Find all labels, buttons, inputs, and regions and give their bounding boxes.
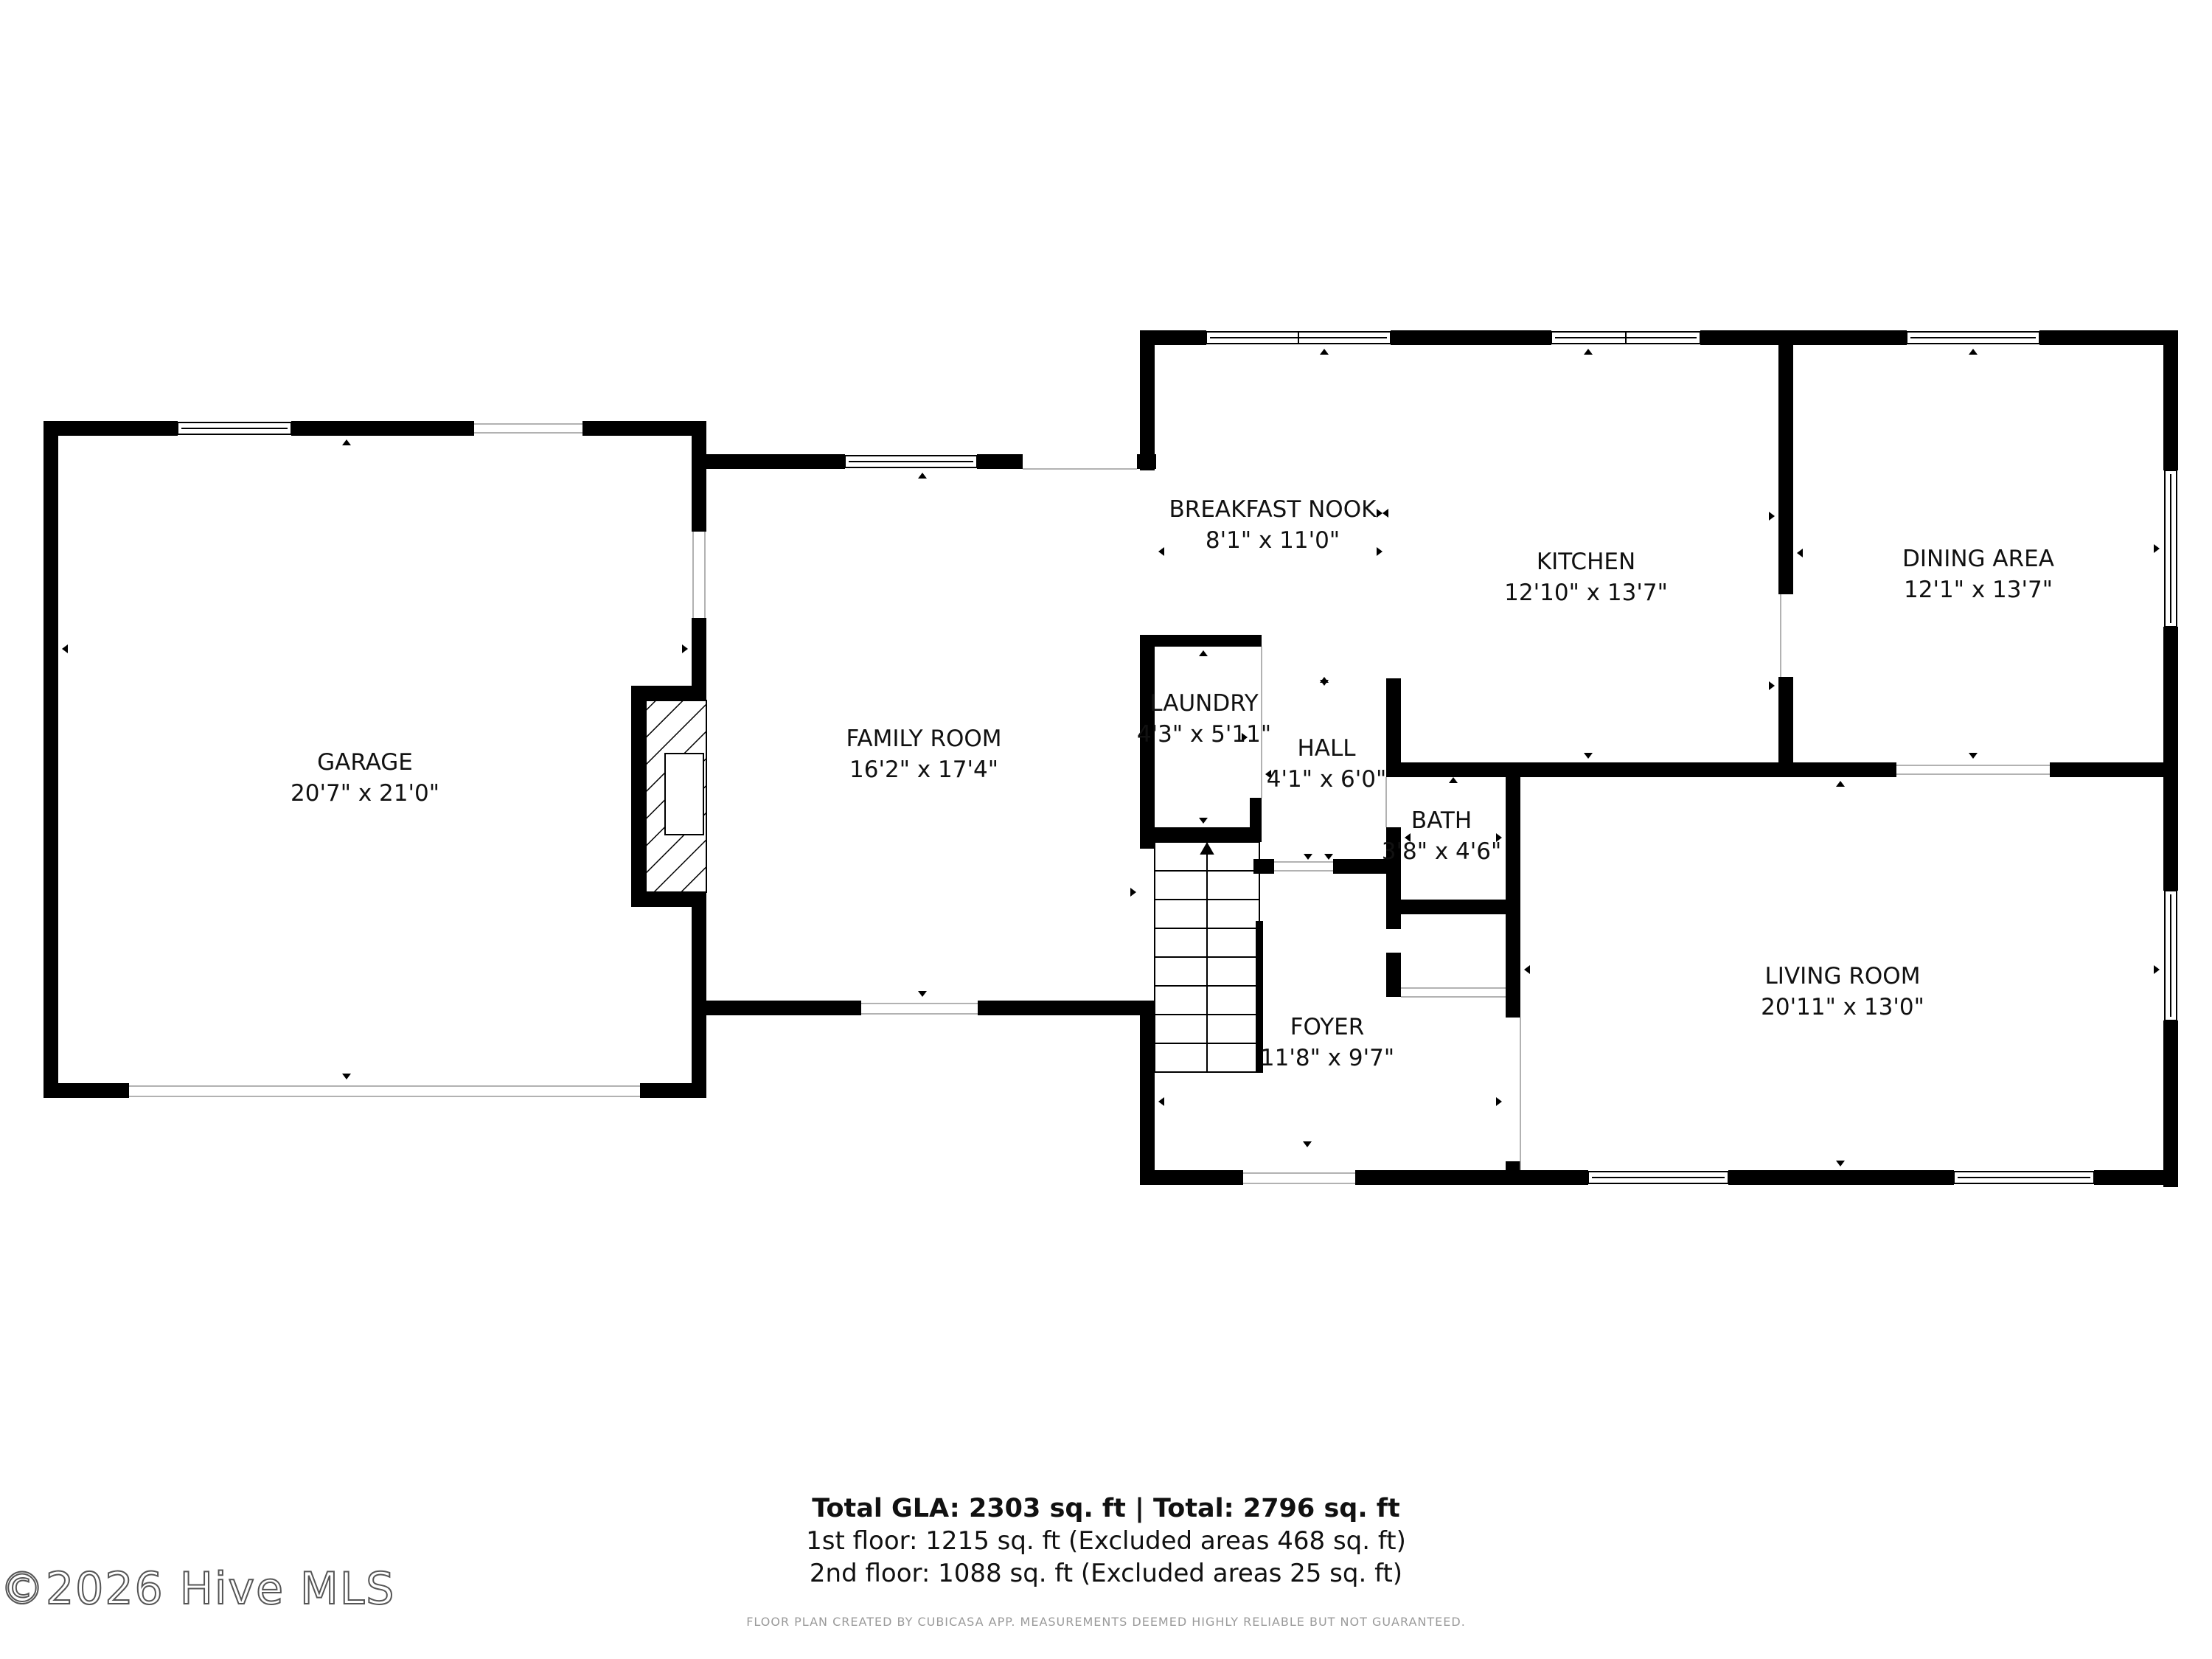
copyright-watermark: ©2026 Hive MLS (0, 1562, 396, 1615)
first-floor-area: 1st floor: 1215 sq. ft (Excluded areas 4… (806, 1526, 1406, 1556)
kitchen-name: KITCHEN (1537, 549, 1635, 575)
laundry-dims: 4'3" x 5'11" (1137, 721, 1271, 748)
hall-name: HALL (1297, 735, 1356, 762)
room-garage: GARAGE 20'7" x 21'0" (291, 749, 439, 807)
room-family-room: FAMILY ROOM 16'2" x 17'4" (846, 726, 1001, 783)
room-dining-area: DINING AREA 12'1" x 13'7" (1902, 546, 2054, 603)
windows (177, 331, 2177, 1184)
room-hall: HALL 4'1" x 6'0" (1267, 735, 1387, 793)
garage-name: GARAGE (317, 749, 413, 776)
room-bath: BATH 3'8" x 4'6" (1382, 807, 1502, 865)
dimension-markers (62, 349, 2160, 1166)
room-foyer: FOYER 11'8" x 9'7" (1260, 1014, 1394, 1071)
bath-name: BATH (1411, 807, 1472, 834)
living-room-name: LIVING ROOM (1765, 963, 1921, 990)
fireplace-symbol (645, 700, 707, 893)
foyer-dims: 11'8" x 9'7" (1260, 1045, 1394, 1071)
openings (129, 423, 2050, 1184)
breakfast-nook-dims: 8'1" x 11'0" (1206, 527, 1340, 554)
hall-dims: 4'1" x 6'0" (1267, 766, 1387, 793)
living-room-dims: 20'11" x 13'0" (1761, 994, 1924, 1020)
disclaimer-text: FLOOR PLAN CREATED BY CUBICASA APP. MEAS… (746, 1615, 1466, 1629)
staircase (1154, 841, 1263, 1073)
dining-area-name: DINING AREA (1902, 546, 2054, 572)
foyer-name: FOYER (1290, 1014, 1365, 1040)
family-room-dims: 16'2" x 17'4" (849, 757, 998, 783)
breakfast-nook-name: BREAKFAST NOOK (1169, 496, 1377, 523)
bath-dims: 3'8" x 4'6" (1382, 838, 1502, 865)
room-breakfast-nook: BREAKFAST NOOK 8'1" x 11'0" (1169, 496, 1377, 554)
laundry-name: LAUNDRY (1150, 690, 1258, 717)
walls (44, 330, 2178, 1187)
second-floor-area: 2nd floor: 1088 sq. ft (Excluded areas 2… (809, 1559, 1403, 1588)
dining-area-dims: 12'1" x 13'7" (1904, 577, 2053, 603)
family-room-name: FAMILY ROOM (846, 726, 1001, 752)
garage-dims: 20'7" x 21'0" (291, 780, 439, 807)
room-laundry: LAUNDRY 4'3" x 5'11" (1137, 690, 1271, 748)
kitchen-dims: 12'10" x 13'7" (1504, 580, 1668, 606)
room-living-room: LIVING ROOM 20'11" x 13'0" (1761, 963, 1924, 1020)
room-kitchen: KITCHEN 12'10" x 13'7" (1504, 549, 1668, 606)
total-area-summary: Total GLA: 2303 sq. ft | Total: 2796 sq.… (812, 1494, 1400, 1523)
